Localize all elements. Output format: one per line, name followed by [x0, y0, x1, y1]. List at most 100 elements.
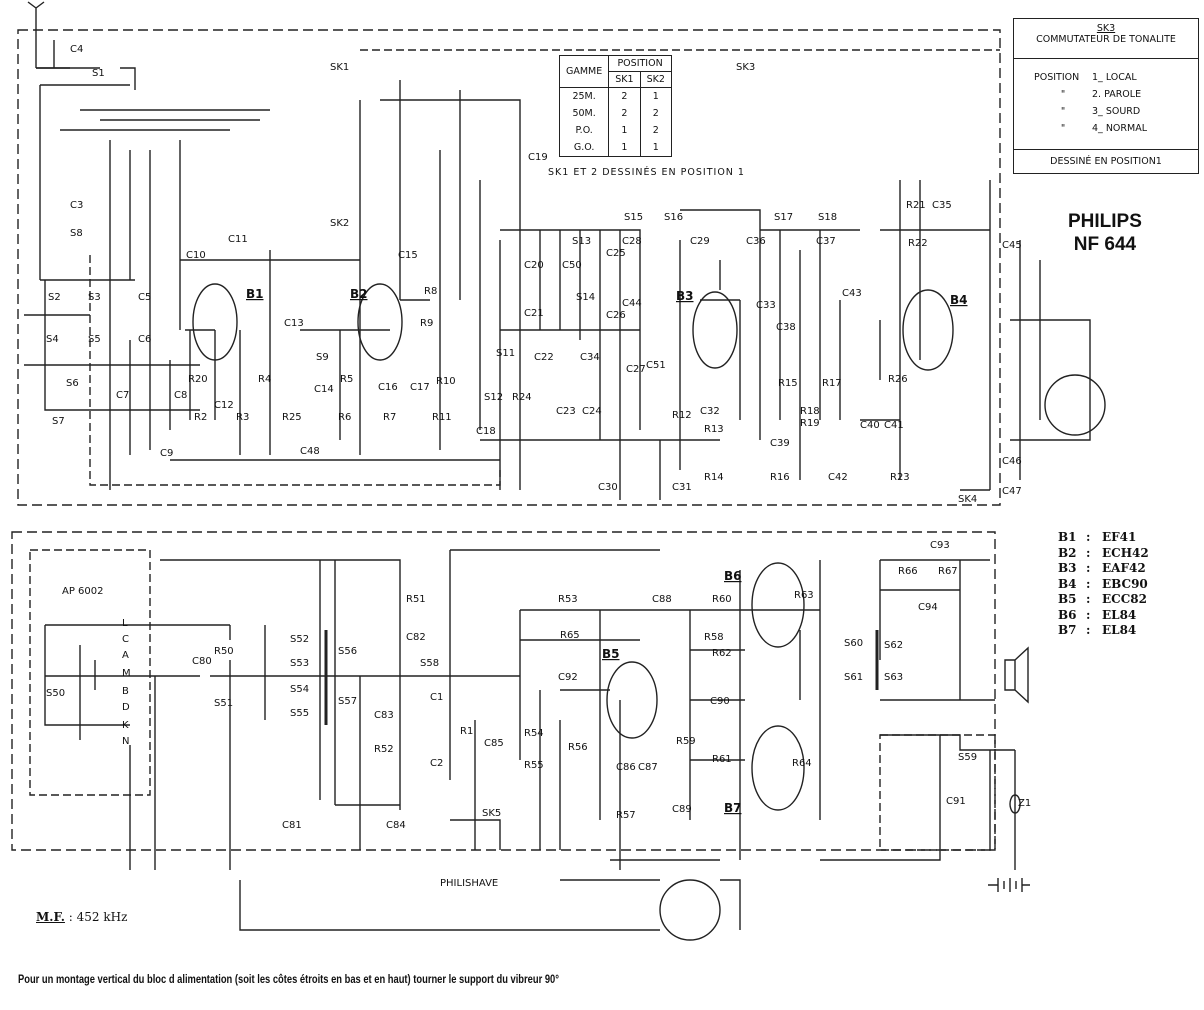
component-label-c90: C90	[710, 696, 730, 707]
sk3-position-prefix: "	[1060, 106, 1066, 117]
tube-sep: :	[1086, 561, 1091, 575]
component-label-c9: C9	[160, 448, 173, 459]
component-label-r4: R4	[258, 374, 271, 385]
component-label-s8: S8	[70, 228, 83, 239]
if-frequency-note: M.F. : 452 kHz	[36, 910, 127, 924]
sk3-position-label: 3_ SOURD	[1092, 106, 1141, 117]
component-label-c47: C47	[1002, 486, 1022, 497]
component-label-c1: C1	[430, 692, 443, 703]
tube-ref: B6	[1058, 607, 1077, 622]
component-label-c89: C89	[672, 804, 692, 815]
tube-b6-envelope	[751, 562, 805, 648]
cell-range: G.O.	[558, 139, 610, 157]
component-label-s62: S62	[884, 640, 903, 651]
component-label-c80: C80	[192, 656, 212, 667]
tube-label-b5: B5	[602, 647, 620, 661]
component-label-r2: R2	[194, 412, 207, 423]
sk3-drawn-note: DESSINÉ EN POSITION1	[1014, 149, 1198, 173]
sk3-position-prefix: "	[1060, 123, 1066, 134]
if-value: 452 kHz	[76, 910, 128, 924]
component-label-z1: Z1	[1018, 798, 1031, 809]
tube-list-item: B4:EBC90	[1058, 577, 1149, 593]
tube-b5-envelope	[606, 661, 658, 739]
component-label-c18: C18	[476, 426, 496, 437]
component-label-c29: C29	[690, 236, 710, 247]
cell-sk1: 2	[608, 105, 641, 122]
component-label-sk1: SK1	[330, 62, 349, 73]
component-label-s61: S61	[844, 672, 863, 683]
model-number: NF 644	[1073, 234, 1137, 255]
component-label-c12: C12	[214, 400, 234, 411]
tube-list-item: B3:EAF42	[1058, 561, 1149, 577]
component-label-c13: C13	[284, 318, 304, 329]
component-label-sk4: SK4	[958, 494, 977, 505]
tube-ref: B7	[1058, 623, 1077, 637]
component-label-s1: S1	[92, 68, 105, 79]
component-label-r23: R23	[890, 472, 910, 483]
component-label-a: A	[122, 650, 129, 661]
component-label-r18: R18	[800, 406, 820, 417]
tube-list-item: B7:EL84	[1058, 623, 1149, 639]
component-label-r14: R14	[704, 472, 724, 483]
tube-type: ECC82	[1102, 592, 1147, 606]
wiring-rf	[24, 67, 1091, 500]
component-label-c30: C30	[598, 482, 618, 493]
component-label-c24: C24	[582, 406, 602, 417]
component-label-r19: R19	[800, 418, 820, 429]
tube-sep: :	[1086, 545, 1091, 560]
component-label-s3: S3	[88, 292, 101, 303]
wiring-power	[44, 549, 1016, 931]
header-sk1: SK1	[608, 71, 641, 88]
component-label-c38: C38	[776, 322, 796, 333]
component-label-c4: C4	[70, 44, 83, 55]
component-label-c51: C51	[646, 360, 666, 371]
tube-b3-envelope	[692, 291, 738, 369]
component-label-r52: R52	[374, 744, 394, 755]
component-label-c36: C36	[746, 236, 766, 247]
component-label-r53: R53	[558, 594, 578, 605]
component-label-s51: S51	[214, 698, 233, 709]
component-label-ap-6002: AP 6002	[62, 586, 104, 597]
component-label-r11: R11	[432, 412, 452, 423]
component-label-s53: S53	[290, 658, 309, 669]
tube-sep: :	[1086, 576, 1091, 591]
tube-type: EBC90	[1102, 576, 1148, 591]
component-label-s55: S55	[290, 708, 309, 719]
component-label-r50: R50	[214, 646, 234, 657]
cell-sk2: 1	[639, 87, 672, 105]
brand-name: PHILIPS	[1068, 211, 1142, 232]
component-label-s5: S5	[88, 334, 101, 345]
component-label-c33: C33	[756, 300, 776, 311]
component-label-s60: S60	[844, 638, 863, 649]
component-label-s50: S50	[46, 688, 65, 699]
component-label-c11: C11	[228, 234, 248, 245]
cell-sk1: 2	[608, 87, 641, 105]
component-label-sk3: SK3	[736, 62, 755, 73]
tube-label-b2: B2	[350, 287, 368, 301]
component-label-c91: C91	[946, 796, 966, 807]
component-label-s56: S56	[338, 646, 357, 657]
component-label-b: B	[122, 686, 129, 697]
component-label-r10: R10	[436, 376, 456, 387]
component-label-r26: R26	[888, 374, 908, 385]
component-label-s58: S58	[420, 658, 439, 669]
component-label-c15: C15	[398, 250, 418, 261]
component-label-s13: S13	[572, 236, 591, 247]
component-label-s57: S57	[338, 696, 357, 707]
component-label-c48: C48	[300, 446, 320, 457]
component-label-s59: S59	[958, 752, 977, 763]
tube-socket-b4	[1044, 374, 1106, 436]
component-label-c25: C25	[606, 248, 626, 259]
component-label-s6: S6	[66, 378, 79, 389]
rf-section-enclosure	[17, 29, 1001, 506]
component-label-r6: R6	[338, 412, 351, 423]
header-sk2: SK2	[639, 71, 672, 88]
component-label-c34: C34	[580, 352, 600, 363]
ap6002-enclosure	[29, 549, 151, 796]
component-label-c50: C50	[562, 260, 582, 271]
component-label-r59: R59	[676, 736, 696, 747]
component-label-s16: S16	[664, 212, 683, 223]
